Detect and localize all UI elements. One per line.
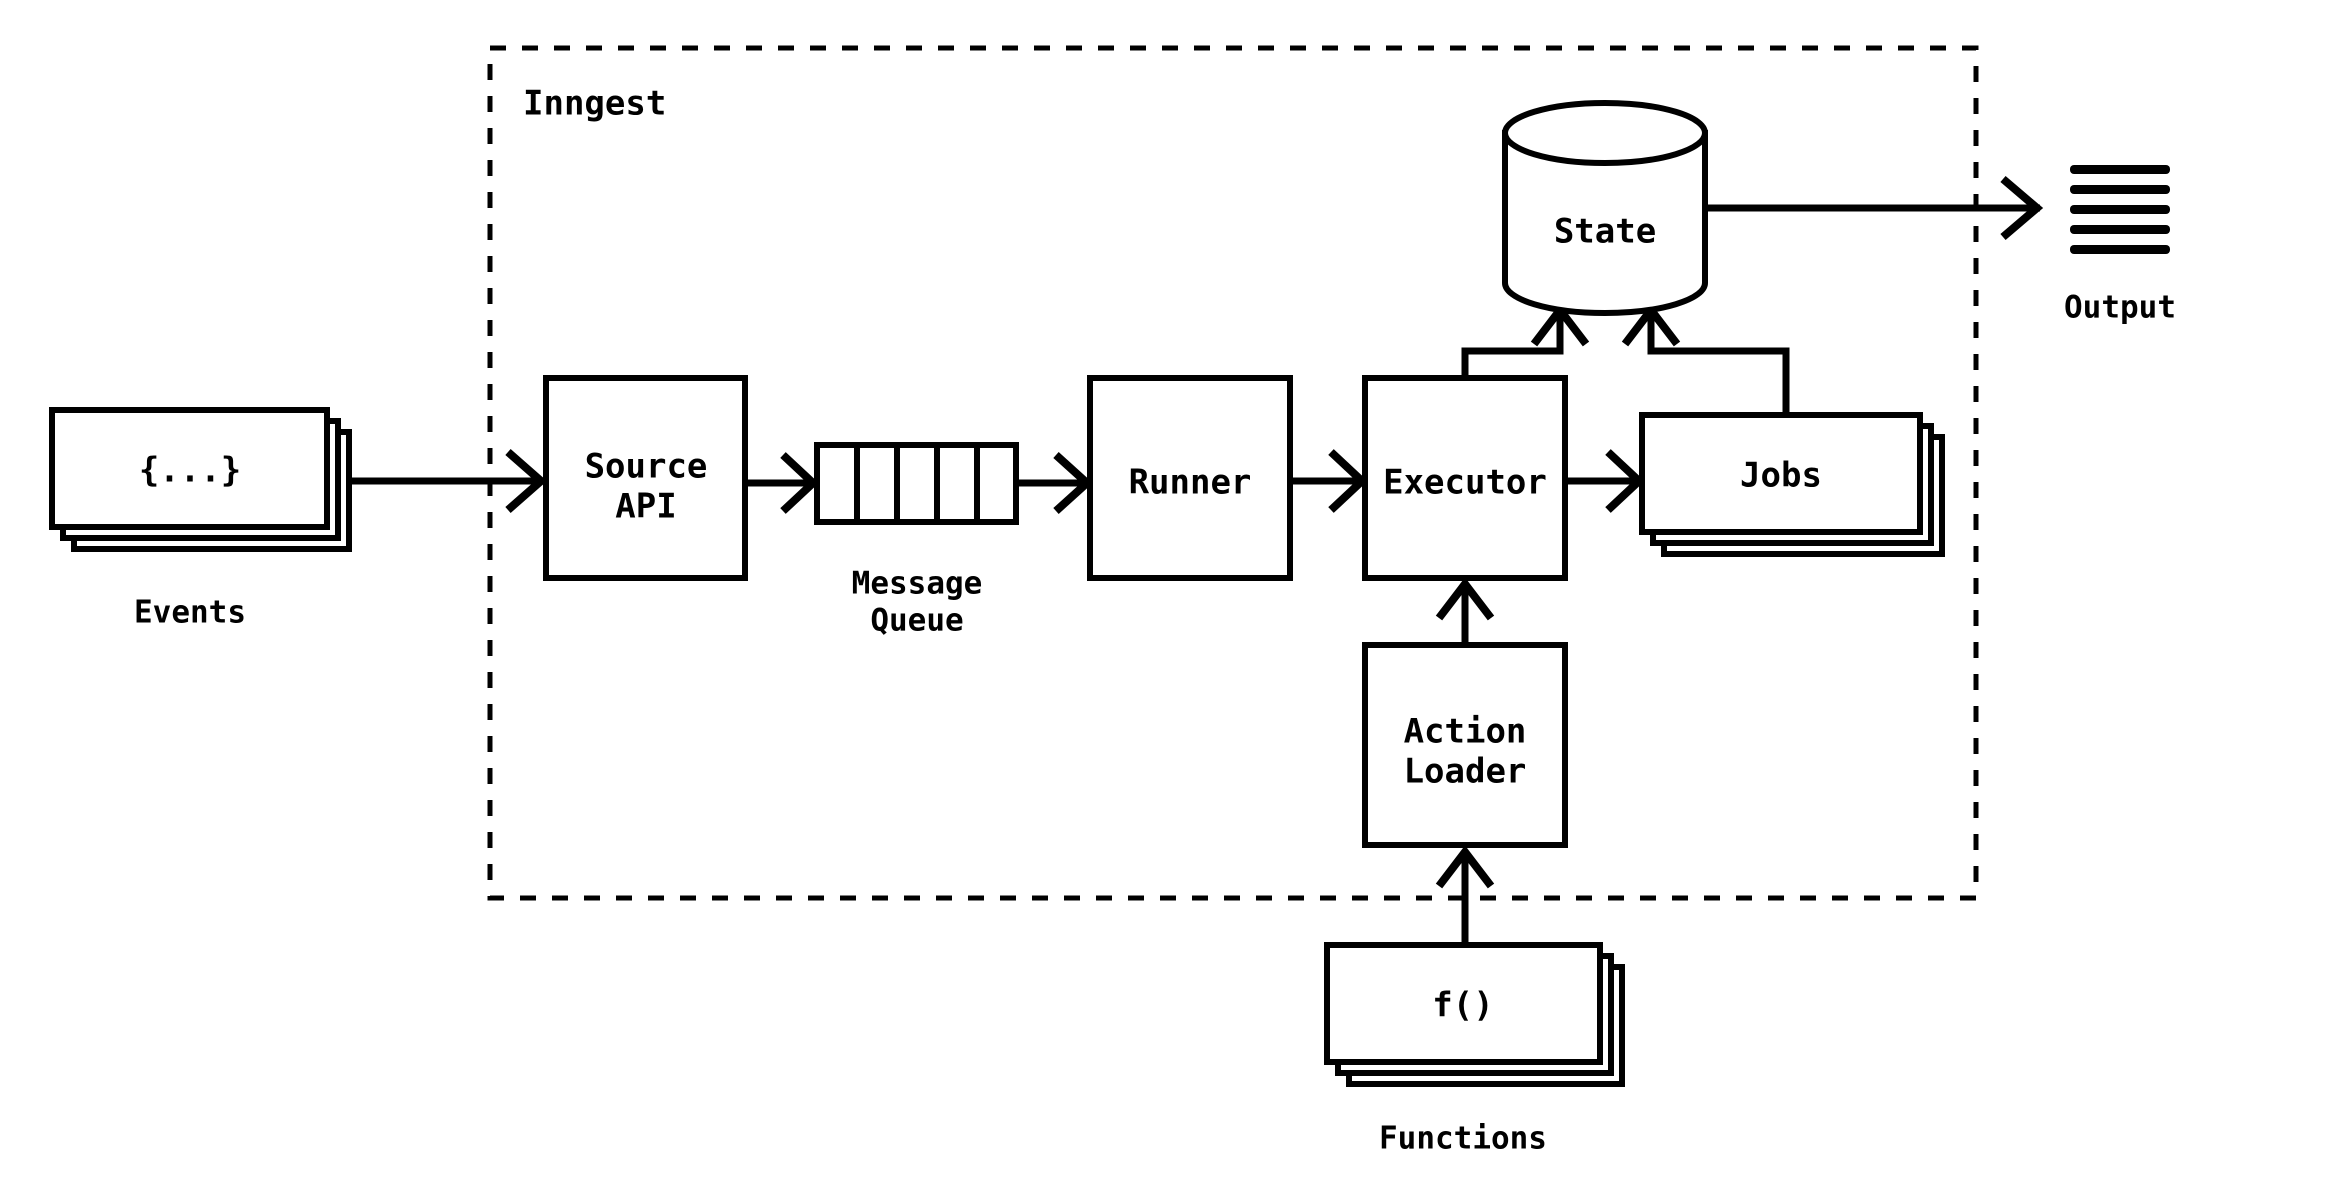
events-card-front (49, 407, 330, 530)
inngest-container-label: Inngest (523, 84, 666, 124)
edge-events-to-source-api (340, 448, 548, 514)
source-api-label-line1: Source (585, 447, 708, 487)
node-source-api[interactable]: Source API (543, 375, 748, 581)
output-caption: Output (2064, 290, 2176, 326)
action-loader-label-line1: Action (1404, 712, 1527, 752)
output-icon-line-3 (2070, 205, 2170, 214)
inngest-container-border (487, 45, 1979, 901)
output-icon-line-2 (2070, 185, 2170, 194)
edge-action-loader-to-executor (1435, 577, 1495, 645)
jobs-label: Jobs (1740, 456, 1822, 496)
output-icon-line-4 (2070, 225, 2170, 234)
output-icon-line-1 (2070, 165, 2170, 174)
action-loader-box (1362, 642, 1568, 848)
runner-label: Runner (1129, 463, 1252, 503)
executor-box (1362, 375, 1568, 581)
state-cylinder-body (1502, 130, 1708, 316)
node-message-queue[interactable] (814, 442, 1019, 525)
edge-state-to-output (1705, 175, 2044, 241)
events-label: {...} (139, 451, 241, 491)
functions-label: f() (1432, 986, 1493, 1026)
output-icon-line-5 (2070, 245, 2170, 254)
node-action-loader[interactable]: Action Loader (1362, 642, 1568, 848)
node-jobs[interactable]: Jobs (1639, 412, 1945, 557)
edge-executor-to-jobs (1566, 449, 1645, 513)
edge-functions-to-action-loader (1435, 845, 1495, 945)
node-events[interactable]: {...} (49, 407, 352, 552)
node-state[interactable]: State (1502, 100, 1708, 316)
functions-card-front (1324, 942, 1603, 1065)
node-runner[interactable]: Runner (1087, 375, 1293, 581)
node-functions[interactable]: f() (1324, 942, 1625, 1087)
node-executor[interactable]: Executor (1362, 375, 1568, 581)
message-queue-caption-line1: Message (852, 566, 983, 602)
message-queue-caption-line2: Queue (870, 603, 963, 639)
jobs-card-front (1639, 412, 1923, 535)
runner-box (1087, 375, 1293, 581)
edge-jobs-to-state (1621, 303, 1790, 414)
edge-source-api-to-message-queue (745, 452, 819, 514)
state-cylinder-top (1502, 100, 1708, 166)
edge-executor-to-state (1461, 303, 1590, 378)
functions-caption: Functions (1379, 1121, 1547, 1157)
source-api-label-line2: API (615, 487, 676, 527)
events-caption: Events (134, 595, 246, 631)
state-label: State (1554, 212, 1656, 252)
edge-runner-to-executor (1290, 449, 1368, 513)
output-icon[interactable] (2070, 165, 2170, 254)
executor-label: Executor (1383, 463, 1547, 503)
source-api-box (543, 375, 748, 581)
edge-message-queue-to-runner (1016, 452, 1093, 514)
action-loader-label-line2: Loader (1404, 752, 1527, 792)
message-queue-box (814, 442, 1019, 525)
